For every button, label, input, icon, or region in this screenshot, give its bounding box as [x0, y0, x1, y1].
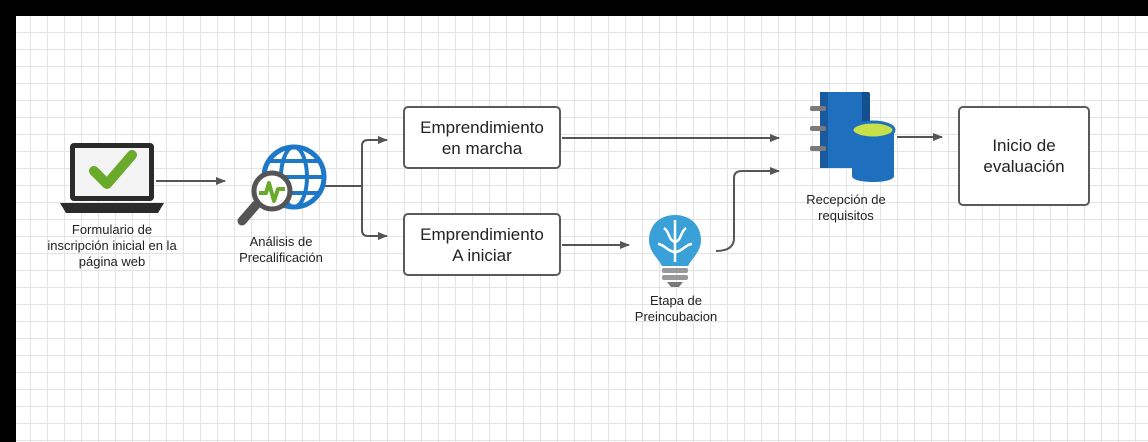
connector-layer [156, 133, 943, 252]
preincubacion-label: Etapa de Preincubacion [634, 293, 718, 324]
brain-lightbulb-icon [649, 215, 701, 287]
connector-preincubacion-recepcion [715, 167, 780, 252]
diagram-canvas: Formulario de inscripción inicial en la … [16, 16, 1148, 442]
analisis-label: Análisis de Precalificación [239, 234, 323, 265]
notebook-database-icon [810, 92, 896, 182]
globe-magnifier-icon [237, 144, 327, 226]
recepcion-label: Recepción de requisitos [806, 192, 886, 223]
emprendimiento-a-iniciar-box: Emprendimiento A iniciar [403, 213, 561, 276]
connector-split-marcha [361, 136, 388, 186]
emprendimiento-en-marcha-box: Emprendimiento en marcha [403, 106, 561, 169]
inicio-de-evaluacion-box: Inicio de evaluación [958, 106, 1090, 206]
formulario-label: Formulario de inscripción inicial en la … [47, 222, 177, 269]
connector-split-iniciar [361, 186, 388, 240]
laptop-checkmark-icon [60, 143, 164, 213]
